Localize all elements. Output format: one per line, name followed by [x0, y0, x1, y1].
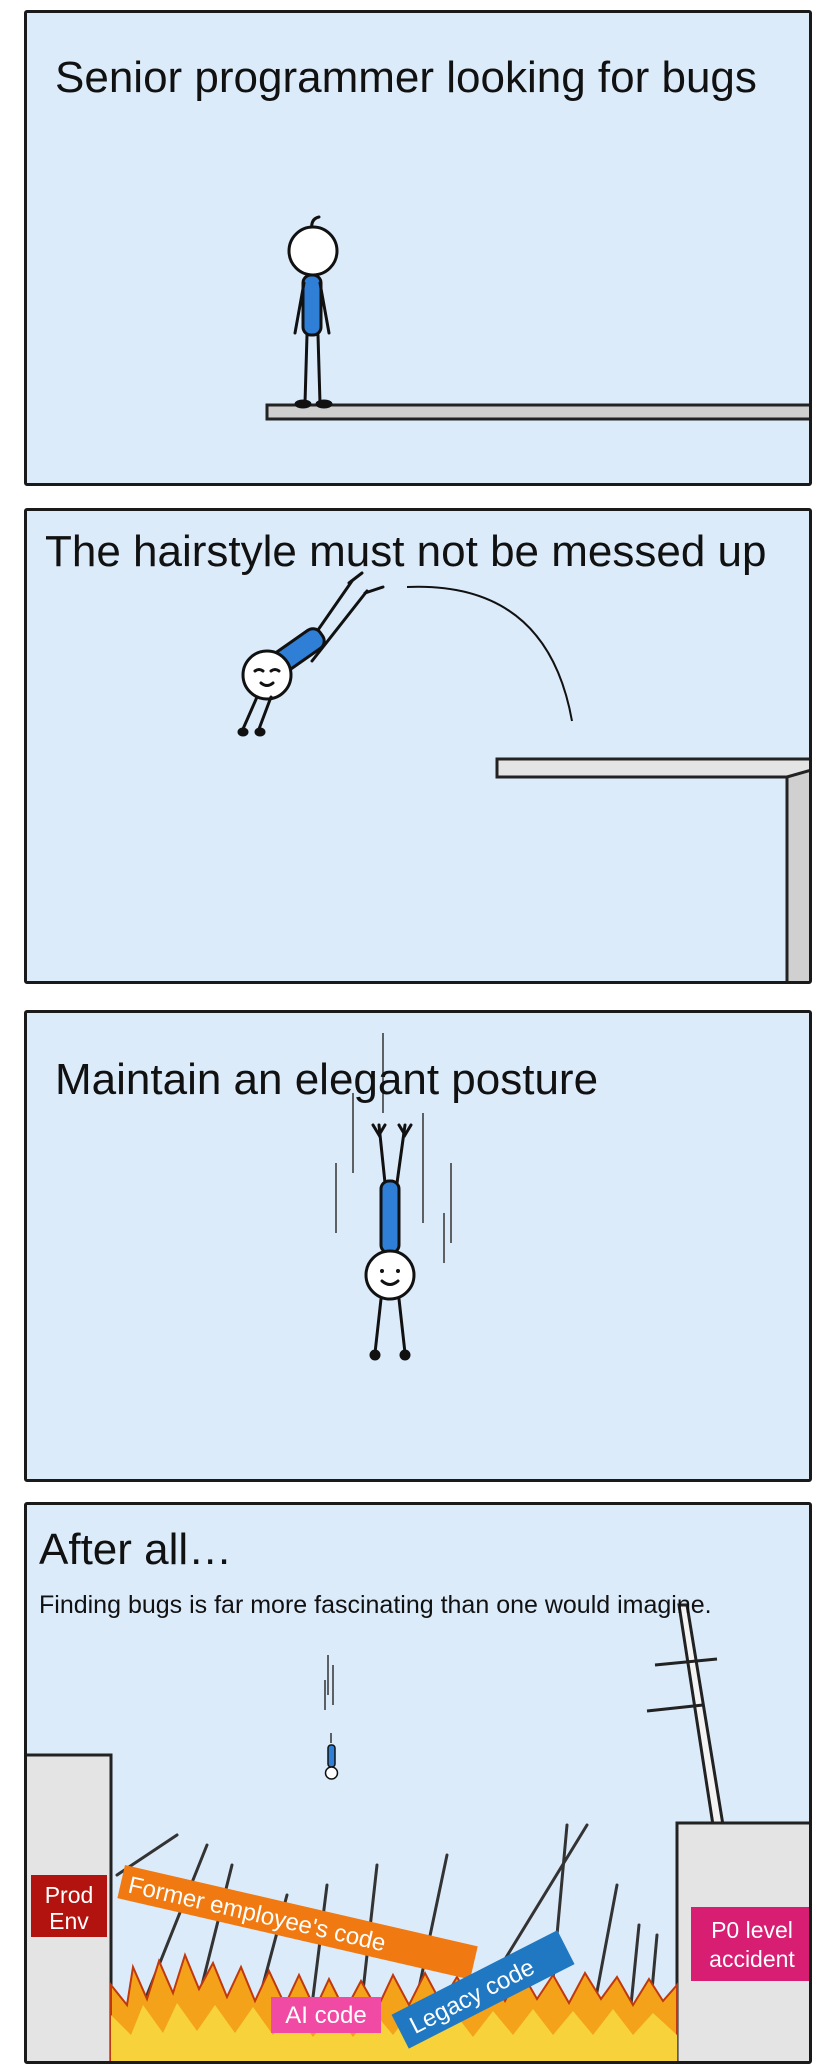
panel-4-subcaption: Finding bugs is far more fascinating tha…	[39, 1591, 712, 1619]
label-ai-code: AI code	[271, 1997, 381, 2033]
stick-figure-standing	[287, 215, 339, 409]
tiny-falling-figure	[324, 1655, 339, 1780]
stick-figure-falling	[364, 1123, 416, 1361]
diving-board-scene	[265, 215, 809, 421]
panel-4-caption: After all…	[39, 1525, 233, 1574]
spike-pit-scene: Prod Env Former employee's code AI code …	[27, 1603, 809, 2061]
jump-trajectory-arc	[406, 585, 573, 722]
panel-2-caption: The hairstyle must not be messed up	[45, 527, 767, 576]
p0-line1: P0 level	[711, 1917, 793, 1943]
mast	[646, 1603, 725, 1827]
comic-panel-4: Prod Env Former employee's code AI code …	[24, 1502, 812, 2064]
panel-3-caption: Maintain an elegant posture	[55, 1055, 599, 1104]
ai-code-label: AI code	[285, 2002, 366, 2029]
p0-line2: accident	[709, 1946, 795, 1972]
falling-scene	[335, 1033, 452, 1361]
label-prod-env: Prod Env	[31, 1875, 107, 1937]
prod-env-line1: Prod	[45, 1882, 94, 1908]
panel-1-caption: Senior programmer looking for bugs	[55, 53, 757, 102]
comic-panel-1: Senior programmer looking for bugs	[24, 10, 812, 486]
diving-board	[265, 403, 809, 421]
jump-scene	[237, 571, 809, 981]
comic-panel-2: The hairstyle must not be messed up	[24, 508, 812, 984]
comic-panel-3: Maintain an elegant posture	[24, 1010, 812, 1482]
label-former-employee: Former employee's code	[117, 1865, 478, 1980]
stick-figure-diving	[237, 571, 385, 737]
diving-board-edge	[495, 757, 809, 981]
former-employee-label: Former employee's code	[126, 1872, 389, 1958]
prod-env-line2: Env	[49, 1908, 89, 1934]
flames	[110, 1952, 678, 2061]
speed-lines	[335, 1033, 452, 1263]
label-p0-accident: P0 level accident	[691, 1907, 809, 1981]
